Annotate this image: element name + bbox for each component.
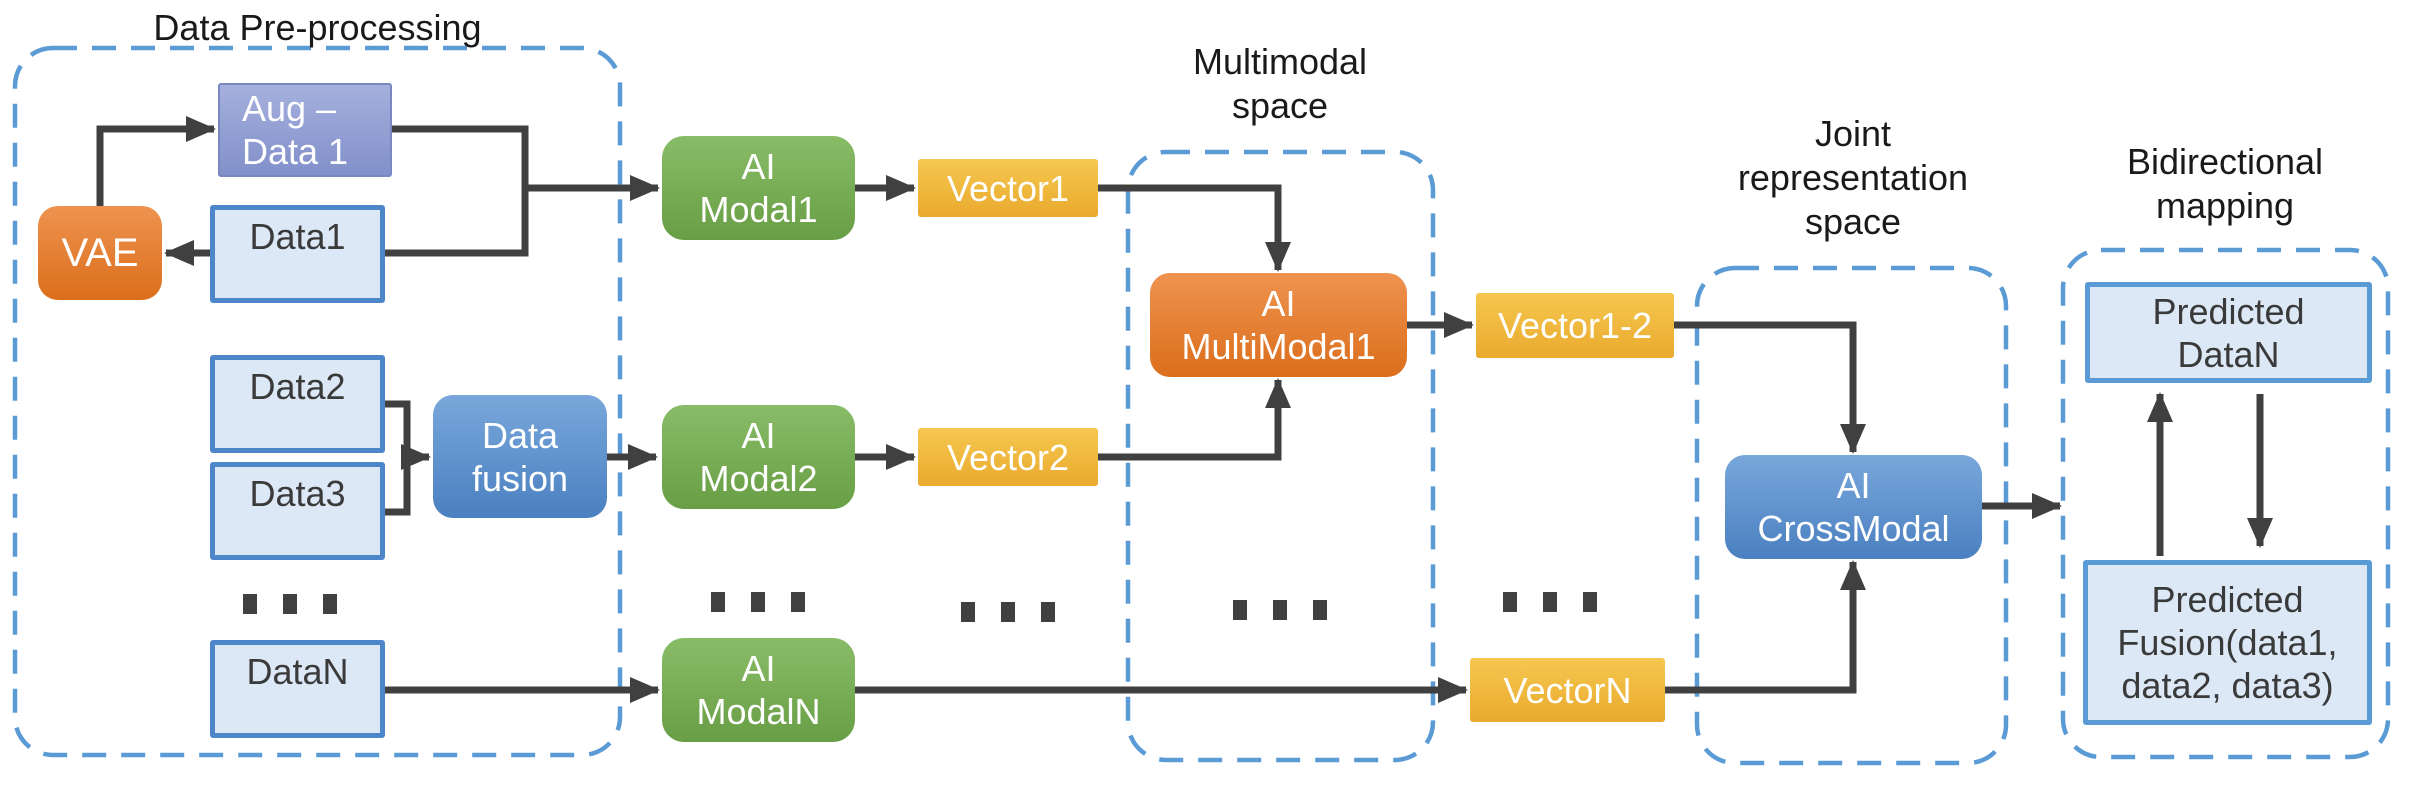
arrow-vector2-to-aimultimodal1 [1098, 378, 1291, 461]
ellipsis-vector-column [961, 602, 1055, 622]
arrow-vector1-to-aimultimodal1 [1098, 184, 1291, 272]
dot [961, 602, 975, 622]
node-ai-modal1: AI Modal1 [662, 136, 855, 240]
multimodal-space-container [1125, 149, 1436, 763]
node-data3: Data3 [210, 462, 385, 560]
preprocessing-container [12, 45, 623, 758]
wire-augdata1-data1-junction [385, 125, 529, 257]
bidirectional-mapping-title: Bidirectional mapping [2126, 141, 2324, 226]
ellipsis-modal-column [711, 592, 805, 612]
bidirectional-mapping-container [2060, 247, 2391, 760]
node-vector1-2: Vector1-2 [1476, 293, 1674, 358]
dot [1273, 600, 1287, 620]
dot [791, 592, 805, 612]
node-ai-multimodal1: AI MultiModal1 [1150, 273, 1407, 377]
dot [323, 594, 337, 614]
ellipsis-multimodal-space [1233, 600, 1327, 620]
dot [243, 594, 257, 614]
dot [1041, 602, 1055, 622]
dot [1503, 592, 1517, 612]
wire-data2-data3-junction [385, 400, 411, 516]
arrow-vectorN-to-aicrossmodal [1665, 560, 1866, 694]
dot [283, 594, 297, 614]
node-dataN: DataN [210, 640, 385, 738]
ellipsis-data-column [243, 594, 337, 614]
dot [711, 592, 725, 612]
node-ai-crossmodal: AI CrossModal [1725, 455, 1982, 559]
arrow-vae-to-augdata1 [96, 116, 216, 207]
ellipsis-vector12-column [1503, 592, 1597, 612]
dot [1543, 592, 1557, 612]
node-data1: Data1 [210, 205, 385, 303]
node-data-fusion: Data fusion [433, 395, 607, 518]
node-predicted-fusion: Predicted Fusion(data1, data2, data3) [2083, 560, 2372, 725]
node-predicted-dataN: Predicted DataN [2085, 282, 2372, 383]
arrow-vector12-to-aicrossmodal [1674, 321, 1866, 454]
dot [1233, 600, 1247, 620]
multimodal-space-title: Multimodal space [1192, 41, 1368, 126]
dot [1001, 602, 1015, 622]
node-data2: Data2 [210, 355, 385, 453]
node-vector1: Vector1 [918, 159, 1098, 217]
node-vectorN: VectorN [1470, 658, 1665, 722]
dot [751, 592, 765, 612]
dot [1583, 592, 1597, 612]
preprocessing-title: Data Pre-processing [153, 7, 482, 48]
node-vae: VAE [38, 206, 162, 300]
node-ai-modalN: AI ModalN [662, 638, 855, 742]
node-aug-data1: Aug – Data 1 [218, 83, 392, 177]
dot [1313, 600, 1327, 620]
joint-representation-title: Joint representation space [1737, 113, 1969, 242]
node-ai-modal2: AI Modal2 [662, 405, 855, 509]
node-vector2: Vector2 [918, 428, 1098, 486]
